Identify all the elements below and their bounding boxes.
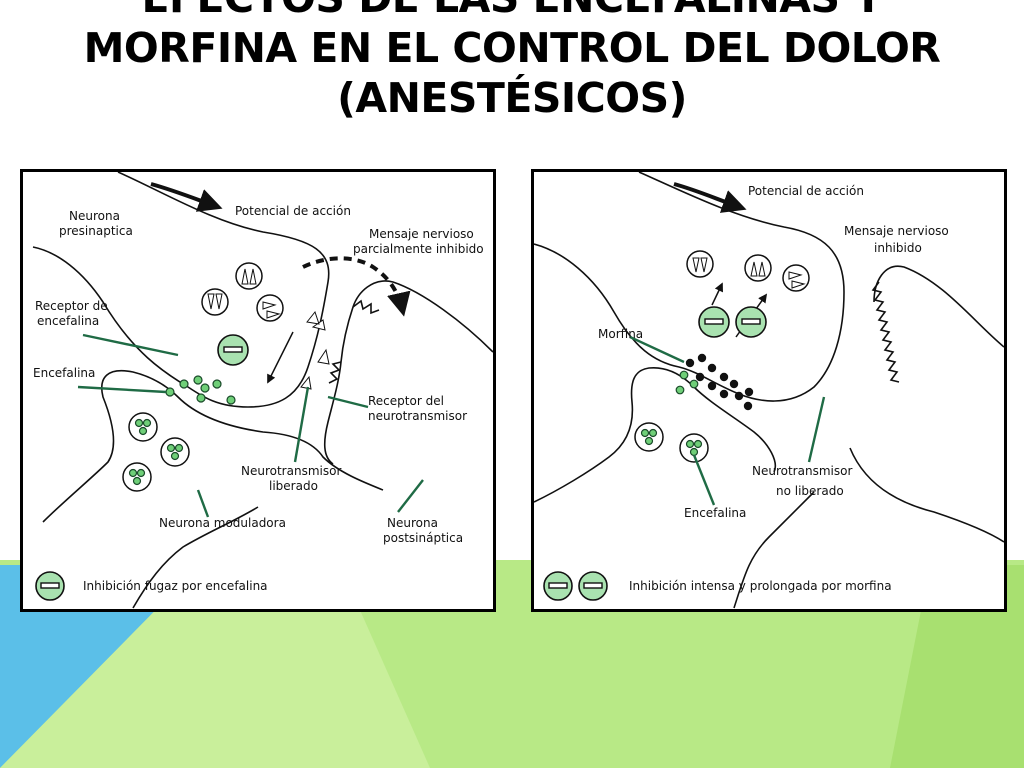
minus-icon	[543, 571, 573, 601]
label-neuro-lib-1: Neurotransmisor	[241, 464, 341, 478]
label-neuro-lib-2: liberado	[269, 479, 318, 493]
action-potential-arrow	[673, 182, 747, 213]
label-receptor-neuro-1: Receptor del	[368, 394, 444, 408]
legend-enkephalin: Inhibición fugaz por encefalina	[83, 579, 268, 593]
label-receptor-enc-2: encefalina	[37, 314, 99, 328]
minus-icon	[217, 334, 249, 366]
leader-line	[397, 479, 424, 513]
leader-line	[77, 385, 167, 394]
minus-icon	[578, 571, 608, 601]
enkephalin-vesicle	[122, 462, 152, 492]
presynaptic-membrane	[32, 172, 330, 408]
enkephalin-panel: Potencial de acción Neurona presinaptica…	[20, 169, 496, 612]
label-morfina: Morfina	[598, 327, 643, 341]
enkephalin-diagram: Potencial de acción Neurona presinaptica…	[32, 172, 493, 609]
leader-line	[629, 335, 685, 364]
leader-line	[807, 396, 826, 463]
enkephalin-vesicle	[128, 412, 158, 442]
light-green-shape	[0, 565, 430, 768]
vesicle	[782, 264, 810, 292]
postsynaptic-membrane	[873, 265, 1004, 348]
minus-icon	[698, 306, 730, 338]
label-receptor-enc-1: Receptor de	[35, 299, 108, 313]
post-receptor-edge	[871, 281, 900, 383]
minus-icon	[35, 571, 65, 601]
label-neuro-1: Neurotransmisor	[752, 464, 852, 478]
slide-title: EFECTOS DE LAS ENCEFALINAS Y MORFINA EN …	[0, 0, 1024, 123]
vesicle	[235, 262, 263, 290]
postsynaptic-membrane	[323, 280, 493, 465]
title-line-2: MORFINA EN EL CONTROL DEL DOLOR	[83, 24, 941, 72]
label-neurona-post-1: Neurona	[387, 516, 438, 530]
light-green-shape-right	[890, 565, 1024, 768]
label-neurona-mod: Neurona moduladora	[159, 516, 286, 530]
enkephalin-vesicle	[634, 422, 664, 452]
label-potencial: Potencial de acción	[748, 184, 864, 198]
leader-line	[82, 333, 179, 357]
action-potential-arrow	[150, 182, 223, 212]
label-receptor-neuro-2: neurotransmisor	[368, 409, 467, 423]
minus-icon	[735, 306, 767, 338]
enkephalin-dots	[675, 370, 699, 395]
label-mensaje-1: Mensaje nervioso	[844, 224, 949, 238]
label-potencial: Potencial de acción	[235, 204, 351, 218]
label-mensaje-1: Mensaje nervioso	[369, 227, 474, 241]
label-encefalina: Encefalina	[684, 506, 746, 520]
leader-line	[692, 454, 716, 506]
partial-message-arrow	[302, 256, 411, 317]
release-arrow	[267, 331, 294, 384]
label-neurona-pre-2: presinaptica	[59, 224, 133, 238]
modulator-membrane-lower	[132, 506, 259, 609]
title-line-1: EFECTOS DE LAS ENCEFALINAS Y	[0, 0, 1024, 23]
morphine-diagram: Potencial de acción Mensaje nervioso inh…	[534, 172, 1004, 609]
postsynaptic-membrane-lower	[849, 447, 1004, 543]
title-line-3: (ANESTÉSICOS)	[337, 74, 687, 122]
legend-morphine: Inhibición intensa y prolongada por morf…	[629, 579, 892, 593]
presynaptic-membrane	[534, 172, 845, 402]
release-arrow	[711, 282, 723, 306]
vesicle	[256, 294, 284, 322]
vesicle	[744, 254, 772, 282]
modulator-membrane	[42, 370, 384, 523]
morphine-panel: Potencial de acción Mensaje nervioso inh…	[531, 169, 1007, 612]
modulator-membrane	[534, 367, 776, 503]
modulator-membrane-lower	[733, 491, 815, 609]
vesicle	[201, 288, 229, 316]
label-mensaje-2: inhibido	[874, 241, 922, 255]
label-encefalina: Encefalina	[33, 366, 95, 380]
label-neurona-post-2: postsináptica	[383, 531, 463, 545]
vesicle	[686, 250, 714, 278]
label-mensaje-2: parcialmente inhibido	[353, 242, 484, 256]
leader-line	[293, 386, 310, 463]
label-neurona-pre-1: Neurona	[69, 209, 120, 223]
post-receptor-edge	[328, 299, 380, 384]
released-neurotransmitter	[300, 310, 330, 390]
enkephalin-vesicle	[160, 437, 190, 467]
label-neuro-2: no liberado	[776, 484, 844, 498]
enkephalin-dots	[165, 375, 236, 405]
morphine-dots	[685, 353, 754, 411]
leader-line	[196, 489, 210, 518]
leader-line	[327, 395, 369, 409]
